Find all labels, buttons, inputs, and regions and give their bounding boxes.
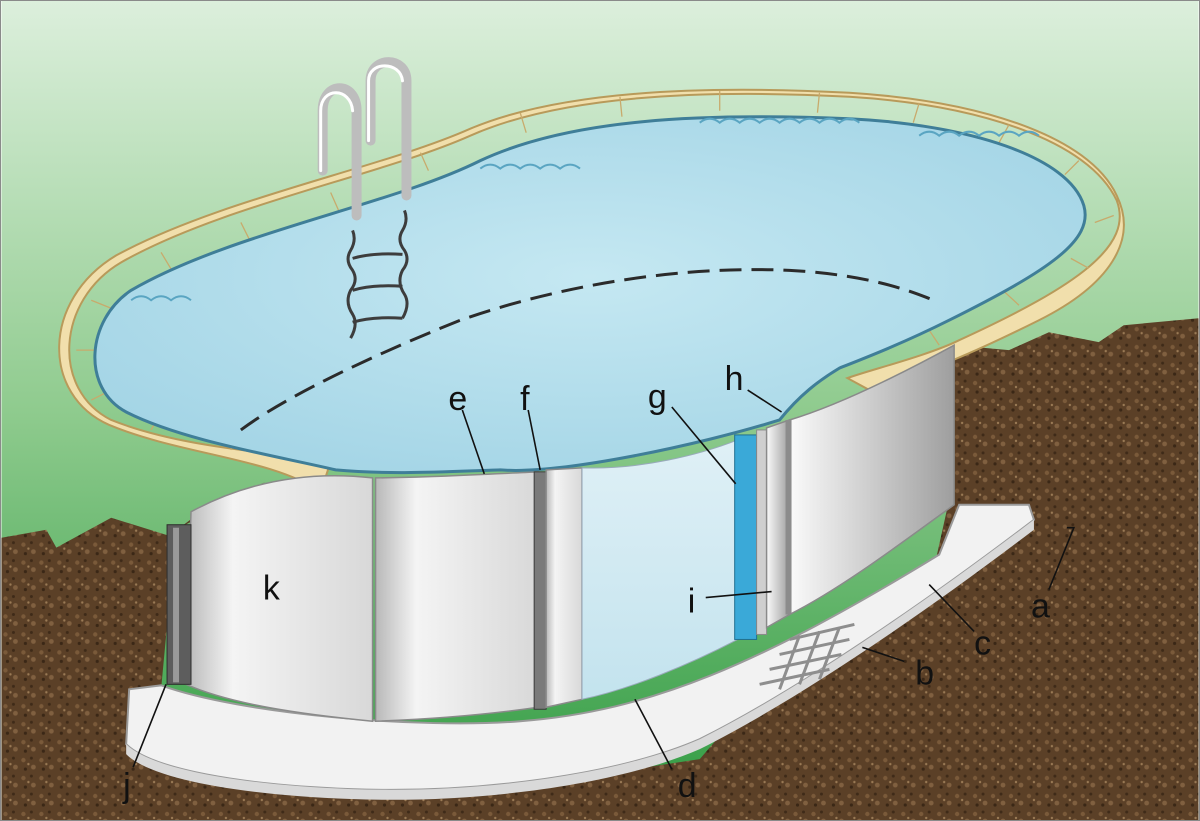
pool-ladder <box>317 57 412 221</box>
label-d: d <box>678 767 697 805</box>
leader-lines <box>132 389 1076 770</box>
label-e: e <box>448 380 467 418</box>
label-i: i <box>688 583 696 621</box>
rebar-b <box>759 623 855 690</box>
water-edge-waves <box>130 117 1040 302</box>
soil-cutaway <box>1 318 1199 820</box>
label-f: f <box>520 380 530 418</box>
blue-profile-g <box>734 434 758 640</box>
label-b: b <box>915 654 934 692</box>
label-j: j <box>122 767 131 805</box>
label-a: a <box>1031 587 1050 625</box>
label-k: k <box>263 570 280 608</box>
wall-panel-k <box>185 475 374 723</box>
label-g: g <box>648 378 667 416</box>
water-surface <box>93 115 1087 475</box>
label-c: c <box>974 624 991 662</box>
pool-floor-line <box>239 268 935 432</box>
ladder-reflection <box>346 209 409 339</box>
label-h: h <box>725 360 744 398</box>
upright-f <box>533 471 547 710</box>
wall-panel-right <box>788 343 955 616</box>
wall-panel-e <box>374 471 539 723</box>
